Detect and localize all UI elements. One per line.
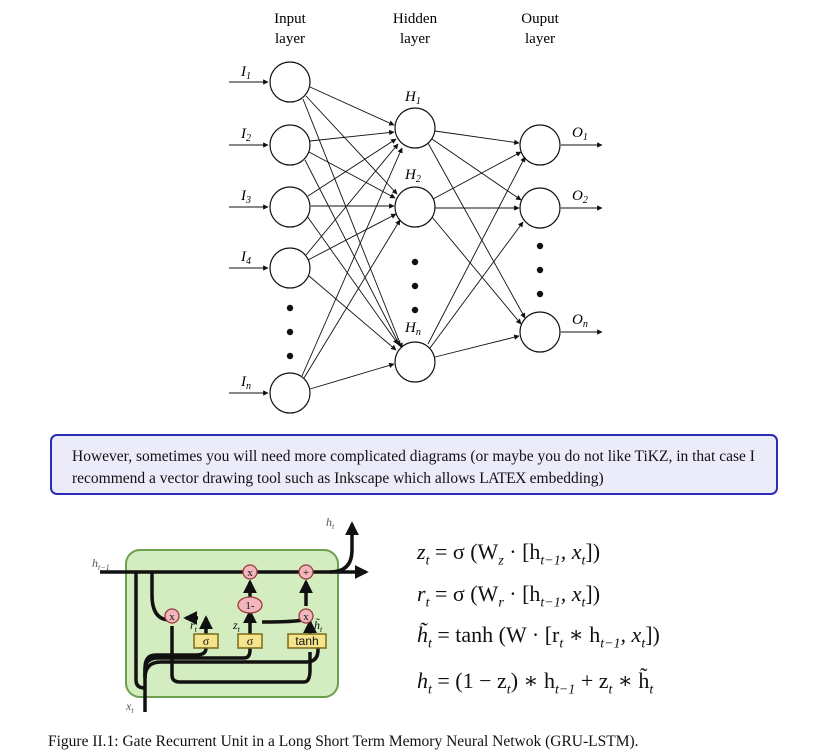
multiply-op-top <box>242 564 258 580</box>
hidden-label-n: Hn <box>404 320 421 338</box>
note-box: However, sometimes you will need more co… <box>50 434 778 495</box>
update-sigma-gate <box>237 633 263 649</box>
input-arrows <box>229 79 269 396</box>
output-layer-header-line1: Ouput <box>521 11 559 27</box>
multiply-reset-symbol: x <box>169 611 175 623</box>
input-label-4: I4 <box>240 249 251 267</box>
ellipsis-dots <box>286 242 544 360</box>
input-node-n <box>269 372 311 414</box>
hidden-layer-header-line1: Hidden <box>393 11 438 27</box>
input-label-3: I3 <box>240 188 251 206</box>
hidden-node-1 <box>394 107 436 149</box>
figure-caption: Figure II.1: Gate Recurrent Unit in a Lo… <box>48 733 639 750</box>
one-minus-op <box>237 596 263 614</box>
note-text-after: embedding) <box>525 470 604 487</box>
input-layer-header-line1: Input <box>274 11 306 27</box>
input-hidden-edges <box>301 86 403 390</box>
input-layer-header-line2: layer <box>275 31 305 47</box>
tanh-gate <box>287 633 327 649</box>
multiply-op-tanh <box>298 608 314 624</box>
input-node-3 <box>269 186 311 228</box>
output-label-n: On <box>572 312 588 330</box>
r-label: rt <box>190 618 198 634</box>
multiply-op-reset <box>164 608 180 624</box>
hidden-output-edges <box>427 130 526 358</box>
plus-symbol: + <box>303 567 309 579</box>
input-node-1 <box>269 61 311 103</box>
equation-h: ht = (1 − zt) ∗ ht−1 + zt ∗ h̃t <box>417 668 654 698</box>
output-up-line <box>329 521 359 574</box>
hidden-layer-header-line2: layer <box>400 31 430 47</box>
latex-logo: LATEX <box>479 470 526 487</box>
reset-sigma-gate <box>193 633 219 649</box>
input-node-4 <box>269 247 311 289</box>
gru-diagram: σ σ tanh x + x x 1- ht−1 ht xt rt zt h̃t <box>92 515 369 715</box>
update-sigma-label: σ <box>247 634 254 648</box>
output-label-1: O1 <box>572 125 588 143</box>
h-out-label: ht <box>326 515 335 531</box>
x-in-label: xt <box>125 699 134 715</box>
multiply-tanh-symbol: x <box>303 611 309 623</box>
output-label-2: O2 <box>572 188 588 206</box>
multiply-top-symbol: x <box>247 567 253 579</box>
z-label: zt <box>232 618 241 634</box>
hidden-node-2 <box>394 186 436 228</box>
output-node-2 <box>519 187 561 229</box>
input-label-2: I2 <box>240 126 251 144</box>
equation-r: rt = σ (Wr · [ht−1, xt]) <box>417 581 601 611</box>
tanh-label: tanh <box>295 634 318 648</box>
equation-htilde: h̃t = tanh (W · [rt ∗ ht−1, xt]) <box>417 622 660 652</box>
htilde-label: h̃t <box>314 618 323 634</box>
output-node-n <box>519 311 561 353</box>
output-node-1 <box>519 124 561 166</box>
h-prev-label: ht−1 <box>92 556 110 572</box>
output-layer-header-line2: layer <box>525 31 555 47</box>
note-text-before: However, sometimes you will need more co… <box>72 448 755 487</box>
hidden-node-n <box>394 341 436 383</box>
plus-op <box>298 564 314 580</box>
hidden-label-1: H1 <box>404 89 421 107</box>
reset-sigma-label: σ <box>203 634 210 648</box>
one-minus-symbol: 1- <box>245 600 255 612</box>
neural-network-diagram: Input layer Hidden layer Ouput layer <box>229 11 603 414</box>
hidden-label-2: H2 <box>404 167 421 185</box>
equation-z: zt = σ (Wz · [ht−1, xt]) <box>417 539 601 569</box>
input-label-1: I1 <box>240 64 251 82</box>
input-label-n: In <box>240 374 251 392</box>
output-arrows <box>561 142 603 335</box>
input-node-2 <box>269 124 311 166</box>
